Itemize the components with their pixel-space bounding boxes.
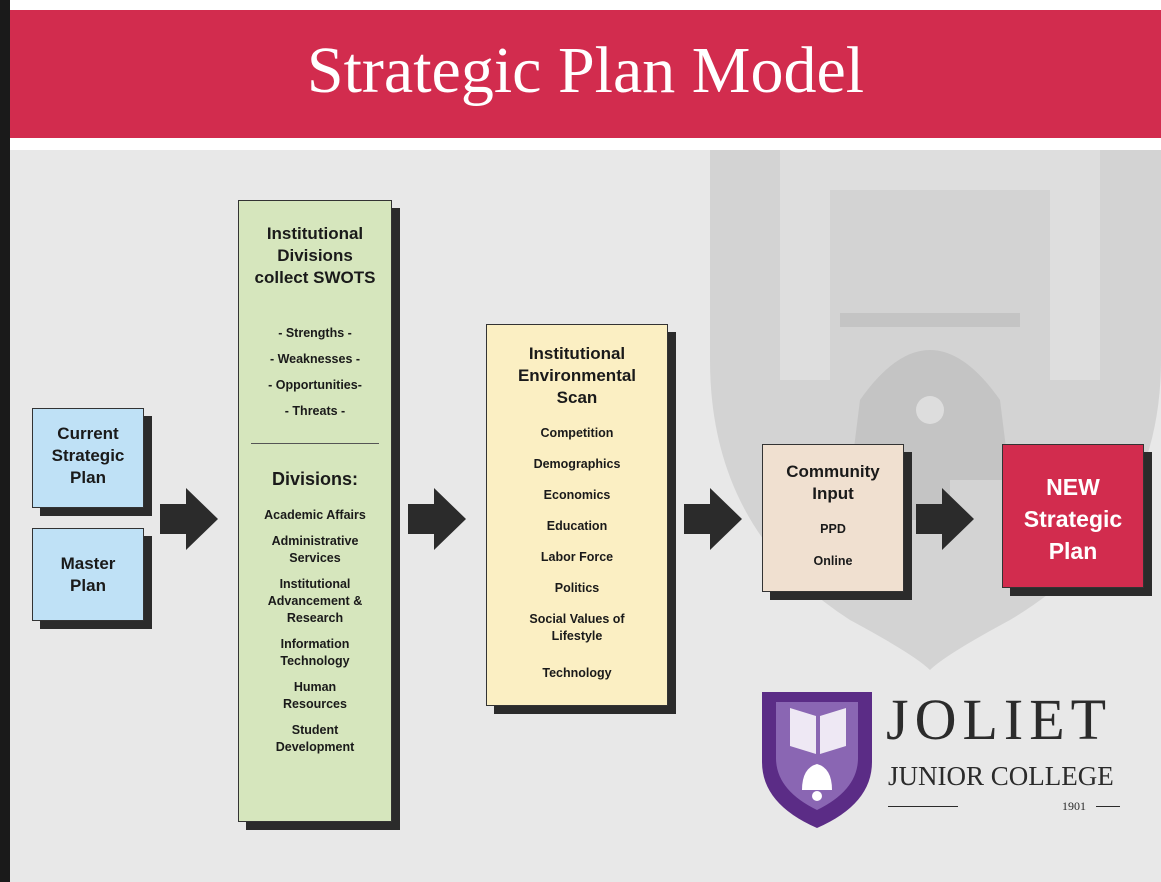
scan-item: Economics — [543, 488, 611, 502]
community-input-item: Online — [813, 554, 853, 568]
swot-item: - Weaknesses - — [269, 352, 361, 366]
current-strategic-plan-box: Current Strategic Plan — [32, 408, 144, 508]
community-input-list: PPD Online — [763, 521, 903, 577]
section-divider — [251, 443, 379, 444]
divisions-list: Academic Affairs Administrative Services… — [239, 507, 391, 765]
scan-item: Education — [546, 519, 608, 533]
scan-item: Technology — [542, 666, 612, 680]
arrow-right-icon — [408, 488, 466, 550]
environmental-scan-heading: Institutional Environmental Scan — [517, 344, 637, 407]
institutional-divisions-box: Institutional Divisions collect SWOTS - … — [238, 200, 392, 822]
logo-name-line2: JUNIOR COLLEGE — [888, 761, 1114, 791]
logo-year: 1901 — [1062, 799, 1086, 813]
logo-name-line1: JOLIET — [886, 687, 1113, 752]
current-strategic-plan-label: Current Strategic Plan — [51, 424, 125, 487]
diagram-canvas: Current Strategic Plan Master Plan Insti… — [10, 150, 1161, 882]
community-input-box: Community Input PPD Online — [762, 444, 904, 592]
new-strategic-plan-box: NEW Strategic Plan — [1002, 444, 1144, 588]
scan-item: Competition — [540, 426, 614, 440]
arrow-right-icon — [684, 488, 742, 550]
scan-item: Labor Force — [540, 550, 614, 564]
banner-divider — [10, 138, 1161, 150]
swot-item: - Strengths - — [278, 326, 352, 340]
swot-item: - Threats - — [284, 404, 346, 418]
logo-rule-left — [888, 806, 958, 807]
page-title: Strategic Plan Model — [306, 34, 865, 107]
division-item: Student Development — [275, 723, 355, 754]
divisions-heading: Divisions: — [271, 469, 359, 489]
environmental-scan-list: Competition Demographics Economics Educa… — [487, 425, 667, 689]
swot-item: - Opportunities- — [268, 378, 362, 392]
divisions-swot-heading: Institutional Divisions collect SWOTS — [254, 224, 376, 287]
new-strategic-plan-label: NEW Strategic Plan — [1023, 474, 1123, 564]
college-shield-logo-icon — [762, 692, 872, 828]
logo-rule-right — [1096, 806, 1120, 807]
master-plan-box: Master Plan — [32, 528, 144, 621]
title-banner: Strategic Plan Model — [10, 10, 1161, 138]
master-plan-label: Master Plan — [60, 554, 116, 595]
division-item: Institutional Advancement & Research — [267, 577, 363, 625]
community-input-item: PPD — [820, 522, 846, 536]
community-input-heading: Community Input — [786, 462, 880, 503]
scan-item: Politics — [554, 581, 600, 595]
division-item: Information Technology — [280, 637, 350, 668]
division-item: Administrative Services — [271, 534, 359, 565]
environmental-scan-box: Institutional Environmental Scan Competi… — [486, 324, 668, 706]
arrow-right-icon — [160, 488, 218, 550]
division-item: Academic Affairs — [264, 508, 366, 522]
scan-item: Social Values of Lifestyle — [529, 612, 625, 643]
division-item: Human Resources — [283, 680, 347, 711]
scan-item: Demographics — [533, 457, 621, 471]
swot-list: - Strengths - - Weaknesses - - Opportuni… — [239, 325, 391, 429]
arrow-right-icon — [916, 488, 974, 550]
